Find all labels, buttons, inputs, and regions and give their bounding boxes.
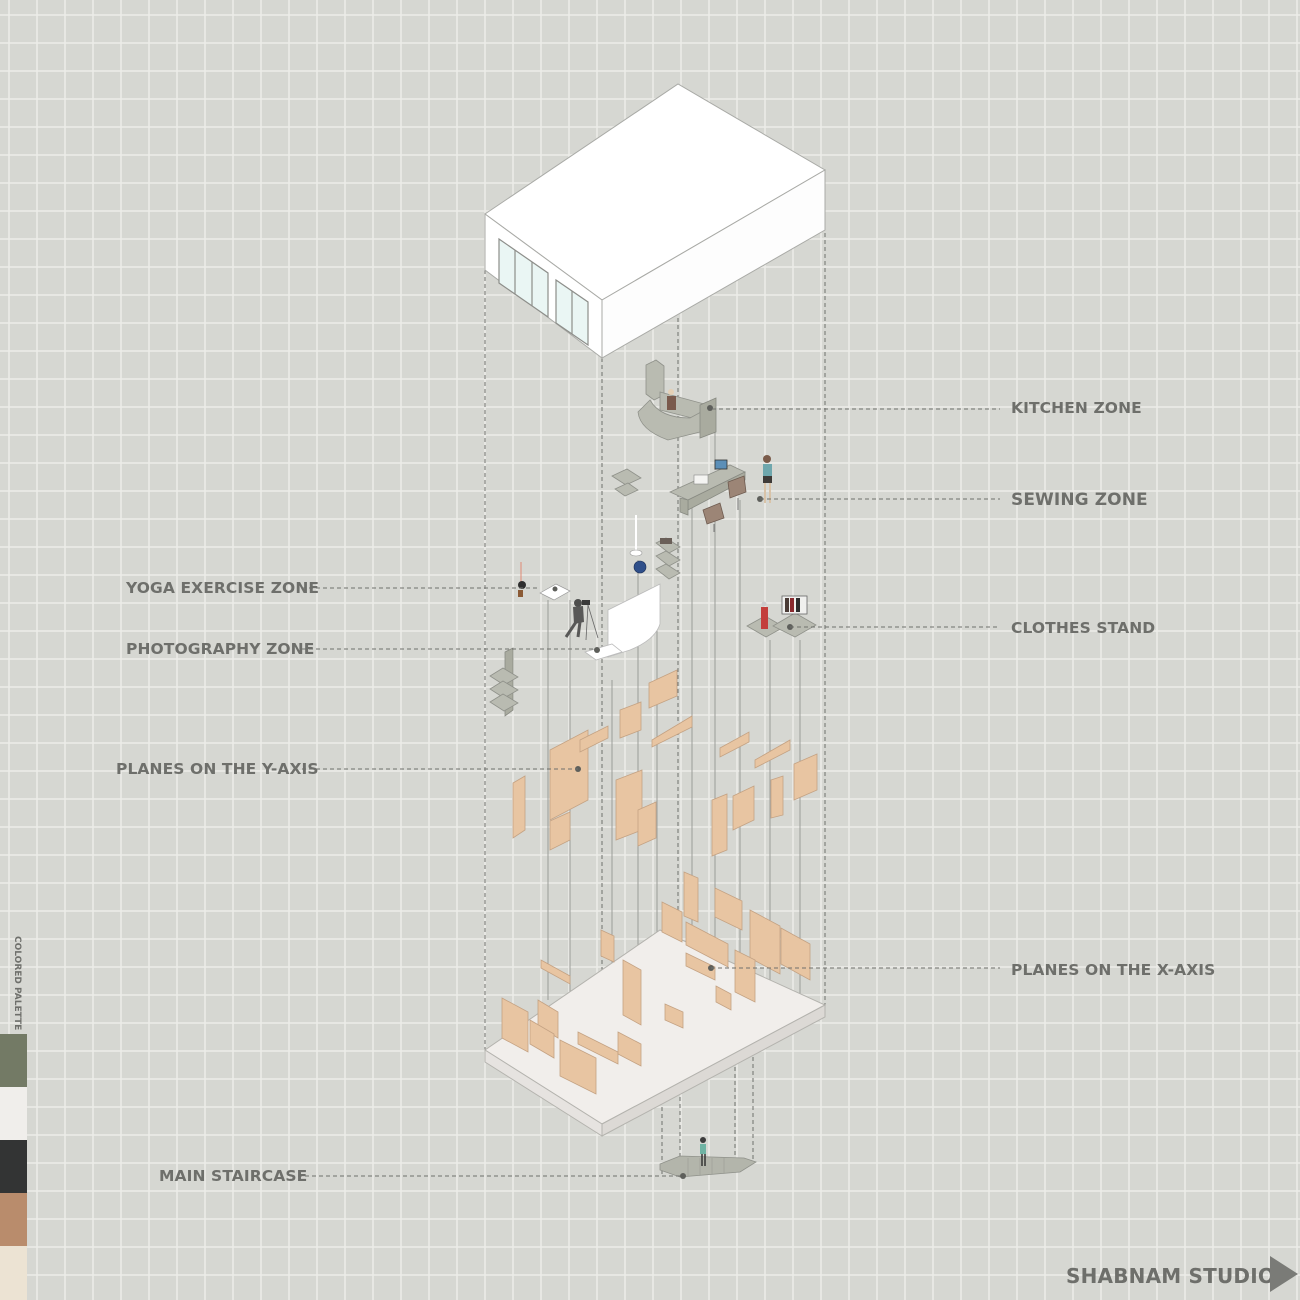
window-glazing <box>498 237 589 347</box>
kitchen-furniture <box>637 359 717 441</box>
brand-name: SHABNAM STUDIO <box>1066 1264 1276 1288</box>
palette-swatch-charcoal <box>0 1140 27 1193</box>
play-triangle-icon <box>1270 1256 1298 1292</box>
palette-swatch-cream <box>0 1246 27 1300</box>
y-axis-planes <box>512 669 818 857</box>
label-planes-x-axis: PLANES ON THE X-AXIS <box>1011 961 1216 979</box>
palette-swatch-olive <box>0 1034 27 1087</box>
sewing-furniture <box>669 455 772 532</box>
leader-lines <box>298 408 1000 1177</box>
palette-title: COLORED PALETTE <box>12 936 22 1031</box>
palette-swatch-terracotta <box>0 1193 27 1246</box>
roof-volume <box>484 83 826 360</box>
main-staircase <box>659 1137 757 1179</box>
spiral-stair-element <box>489 647 519 717</box>
label-kitchen-zone: KITCHEN ZONE <box>1011 399 1142 417</box>
yoga-exercise-items <box>518 562 571 601</box>
label-planes-y-axis: PLANES ON THE Y-AXIS <box>116 760 319 778</box>
photography-items <box>564 583 661 661</box>
label-main-staircase: MAIN STAIRCASE <box>159 1167 308 1185</box>
misc-shelves <box>611 468 681 580</box>
label-clothes-stand: CLOTHES STAND <box>1011 619 1156 637</box>
palette-swatch-off-white <box>0 1087 27 1140</box>
label-photography-zone: PHOTOGRAPHY ZONE <box>126 640 315 658</box>
x-axis-planes <box>501 871 811 1095</box>
clothes-stand-items <box>746 595 817 638</box>
label-yoga-exercise-zone: YOGA EXERCISE ZONE <box>126 579 320 597</box>
label-sewing-zone: SEWING ZONE <box>1011 490 1148 510</box>
